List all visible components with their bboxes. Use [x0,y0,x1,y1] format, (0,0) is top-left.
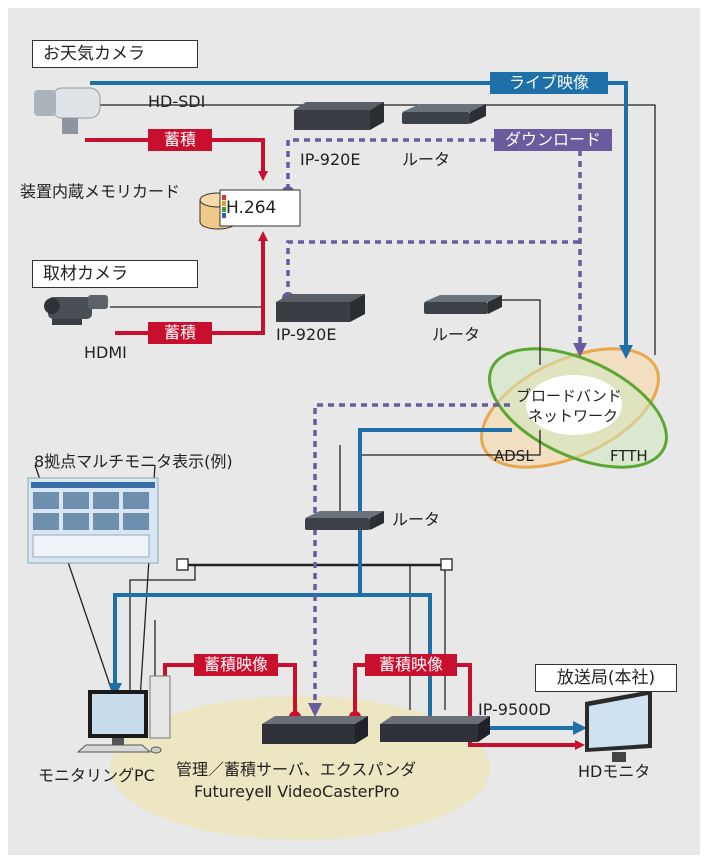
network-center [526,375,622,435]
monitoring-pc-label: モニタリングPC [38,766,155,785]
monitoring-pc-icon [76,675,171,754]
router-top-label: ルータ [402,150,451,169]
download-lines [286,138,587,717]
hd-monitor-label: HDモニタ [578,762,651,781]
h264-label: H.264 [226,198,277,218]
encoder-mid-label: IP-920E [276,325,337,344]
news-camera-icon [44,295,108,325]
hd-sdi-label: HD-SDI [148,92,206,111]
encoder-mid-icon [276,294,365,322]
hd-monitor-icon [585,690,652,762]
expander-icon [380,716,490,742]
news-camera-label: 取材カメラ [32,260,198,288]
ip9500d-label: IP-9500D [478,700,551,719]
encoder-top-label: IP-920E [300,150,361,169]
router-mid-label: ルータ [432,325,481,344]
multi-monitor-screen [27,477,159,564]
download-tag: ダウンロード [494,129,612,151]
weather-camera-icon [34,87,101,134]
multi-monitor-label: 8拠点マルチモニタ表示(例) [34,452,233,471]
wired-connections [34,104,656,710]
ftth-label: FTTH [610,447,648,465]
bus-terminal-left [176,558,189,571]
stored-video-tag-left: 蓄積映像 [194,654,278,676]
live-video-tag: ライブ映像 [490,72,608,94]
store-tag-mid: 蓄積 [148,322,212,344]
broadcast-station-label: 放送局(本社) [535,664,677,692]
broadband-label-2: ネットワーク [528,407,619,425]
hdmi-label: HDMI [84,343,127,362]
stored-video-tag-right: 蓄積映像 [365,654,457,676]
h264-box [219,189,301,227]
weather-camera-label: お天気カメラ [32,40,198,68]
broadband-label-1: ブロードバンド [516,387,622,405]
bus-terminal-right [440,558,453,571]
encoder-top-icon [294,102,384,130]
memory-card-label: 装置内蔵メモリカード [20,182,181,201]
server-label-2: FutureyeⅡ VideoCasterPro [194,782,400,801]
router-mid-icon [424,295,502,314]
router-low-label: ルータ [392,510,441,529]
storage-server-icon [262,716,368,744]
server-label-1: 管理／蓄積サーバ、エクスパンダ [176,760,417,779]
router-top-icon [402,104,486,124]
store-tag-top: 蓄積 [148,129,212,151]
adsl-label: ADSL [494,447,534,465]
router-low-icon [305,511,384,530]
